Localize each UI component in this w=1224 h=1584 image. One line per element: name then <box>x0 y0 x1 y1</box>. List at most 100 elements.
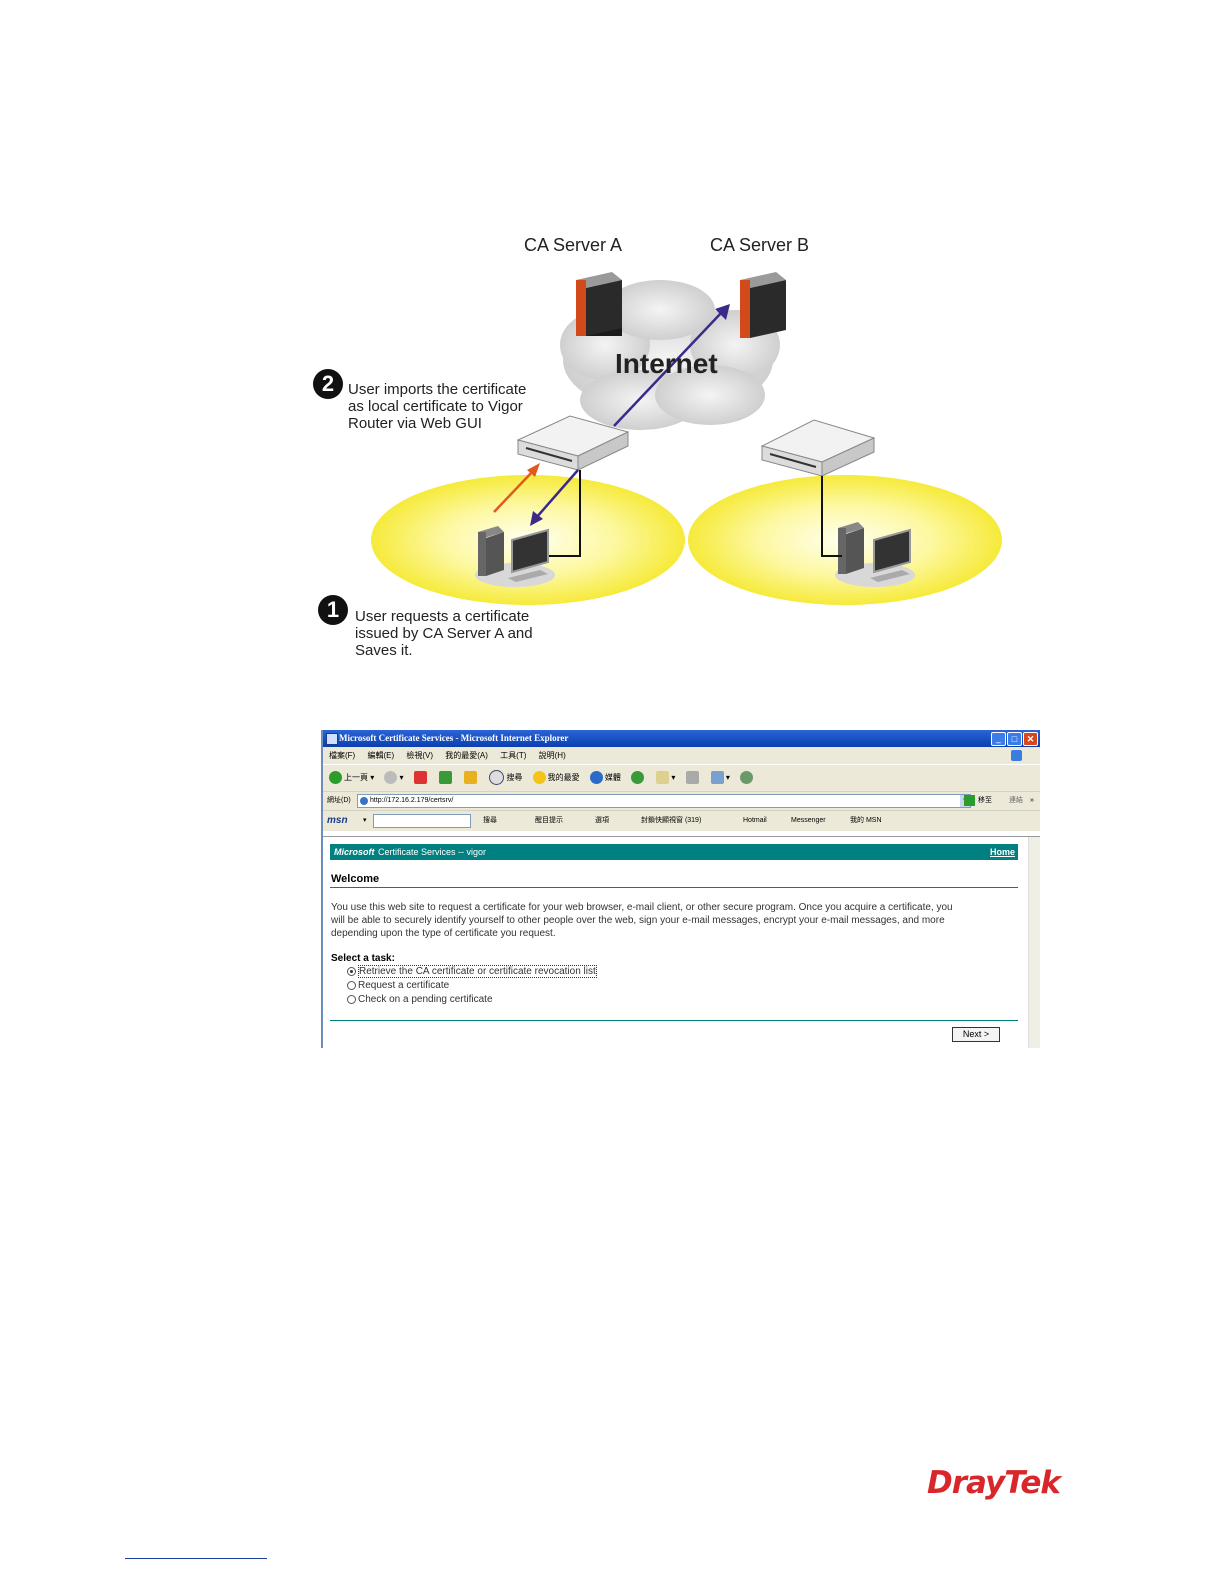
intro-text: You use this web site to request a certi… <box>331 901 953 940</box>
back-button[interactable]: 上一頁 ▾ <box>329 771 374 785</box>
msn-highlight-button[interactable]: 醒目提示 <box>535 817 563 824</box>
stop-button[interactable] <box>413 771 429 785</box>
header-title: Certificate Services -- vigor <box>378 847 487 857</box>
menu-view[interactable]: 檢視(V) <box>406 751 434 760</box>
lan-b-cable <box>821 476 842 557</box>
msn-options-button[interactable]: 選項 <box>595 817 609 824</box>
menu-favorites[interactable]: 我的最愛(A) <box>445 751 488 760</box>
back-arrow-icon <box>329 771 342 785</box>
ie-app-icon <box>326 733 338 745</box>
chevron-right-icon[interactable]: » <box>1030 797 1034 804</box>
radio-icon[interactable] <box>347 994 356 1004</box>
step-1-badge: 1 <box>318 595 348 625</box>
refresh-icon <box>438 771 452 785</box>
menu-edit[interactable]: 編輯(E) <box>367 751 395 760</box>
address-bar: 網址(D) http://172.16.2.179/certsrv/ ▾ 移至 … <box>323 791 1040 810</box>
next-button[interactable]: Next > <box>952 1027 1000 1042</box>
msn-search-input[interactable] <box>373 814 471 828</box>
step-2-badge: 2 <box>313 369 343 399</box>
intro-line-2: will be able to securely identify yourse… <box>331 915 945 926</box>
forward-button[interactable]: ▾ <box>384 771 404 785</box>
ca-server-b-icon <box>740 272 786 338</box>
home-button[interactable] <box>464 771 479 785</box>
ca-server-a-label: CA Server A <box>524 235 623 255</box>
window-title: Microsoft Certificate Services - Microso… <box>339 733 569 743</box>
menu-file[interactable]: 檔案(F) <box>329 751 356 760</box>
step-1-line-3: Saves it. <box>355 642 413 659</box>
go-button[interactable]: 移至 <box>978 797 992 804</box>
radio-selected-icon[interactable] <box>347 966 356 976</box>
my-msn-link[interactable]: 我的 MSN <box>850 817 882 824</box>
msn-messenger-link[interactable]: Messenger <box>791 817 826 824</box>
refresh-button[interactable] <box>438 771 454 785</box>
star-icon <box>532 771 546 785</box>
address-input[interactable]: http://172.16.2.179/certsrv/ ▾ <box>357 794 971 808</box>
title-bar: Microsoft Certificate Services - Microso… <box>323 730 1040 747</box>
task-option-retrieve[interactable]: Retrieve the CA certificate or certifica… <box>347 965 597 978</box>
msn-hotmail-link[interactable]: Hotmail <box>743 817 767 824</box>
arrow-router-to-ca-server-b <box>613 304 730 427</box>
certificate-network-diagram <box>371 272 1002 605</box>
step-1-line-2: issued by CA Server A and <box>355 625 533 642</box>
ie-browser-window: Microsoft Certificate Services - Microso… <box>321 730 1040 1048</box>
intro-line-3: depending upon the type of certificate y… <box>331 928 556 939</box>
msn-popup-blocker[interactable]: 封鎖快顯視窗 (319) <box>641 817 702 824</box>
task-option-request[interactable]: Request a certificate <box>347 980 449 991</box>
print-button[interactable] <box>685 771 701 785</box>
menu-help[interactable]: 說明(H) <box>538 751 566 760</box>
stop-icon <box>413 771 427 785</box>
msn-menu-icon[interactable]: ▾ <box>363 817 367 824</box>
intro-line-1: You use this web site to request a certi… <box>331 902 953 913</box>
msn-search-button[interactable]: 搜尋 <box>483 817 497 824</box>
forward-arrow-icon <box>384 771 398 785</box>
maximize-icon[interactable]: □ <box>1007 732 1022 746</box>
vigor-router-b-icon <box>760 419 876 477</box>
favorites-button[interactable]: 我的最愛 <box>532 771 580 785</box>
messenger-icon <box>740 771 754 785</box>
links-label[interactable]: 連結 <box>1009 797 1023 804</box>
internet-label: Internet <box>615 348 718 379</box>
task-option-pending[interactable]: Check on a pending certificate <box>347 994 493 1005</box>
msn-toolbar: msn ▾ 搜尋 醒目提示 選項 封鎖快顯視窗 (319) Hotmail Me… <box>323 810 1040 831</box>
mail-button[interactable]: ▾ <box>656 771 675 785</box>
user-pc-a-icon <box>475 526 555 587</box>
search-icon <box>489 770 505 786</box>
step-1-line-1: User requests a certificate <box>355 608 530 625</box>
vertical-scrollbar[interactable] <box>1028 837 1040 1048</box>
header-brand: Microsoft <box>334 847 375 857</box>
ca-server-b-label: CA Server B <box>710 235 810 255</box>
printer-icon <box>685 771 699 785</box>
home-icon <box>464 771 478 785</box>
select-task-label: Select a task: <box>331 953 395 964</box>
edit-icon <box>710 771 724 785</box>
arrow-pc-to-router <box>493 463 540 513</box>
media-icon <box>589 771 603 785</box>
history-icon <box>631 771 645 785</box>
arrow-router-to-pc <box>530 469 579 526</box>
windows-logo-icon <box>1011 750 1022 761</box>
minimize-icon[interactable]: _ <box>991 732 1006 746</box>
menu-bar: 檔案(F) 編輯(E) 檢視(V) 我的最愛(A) 工具(T) 說明(H) <box>323 747 1040 764</box>
footer-divider <box>330 1020 1018 1021</box>
mail-icon <box>656 771 670 785</box>
page-icon <box>360 797 368 805</box>
search-button[interactable]: 搜尋 <box>489 770 522 786</box>
edit-button[interactable]: ▾ <box>710 771 730 785</box>
user-pc-b-icon <box>835 522 915 587</box>
draytek-logo: DrayTek <box>927 1465 1061 1501</box>
cert-services-header: Microsoft Certificate Services -- vigor … <box>330 844 1018 860</box>
media-button[interactable]: 媒體 <box>589 771 621 785</box>
close-icon[interactable]: ✕ <box>1023 732 1038 746</box>
menu-tools[interactable]: 工具(T) <box>500 751 527 760</box>
messenger-button[interactable] <box>740 771 755 785</box>
standard-toolbar: 上一頁 ▾ ▾ 搜尋 我的最愛 媒體 ▾ ▾ <box>323 764 1040 791</box>
go-arrow-icon[interactable] <box>964 795 975 806</box>
home-link[interactable]: Home <box>989 847 1015 857</box>
welcome-heading: Welcome <box>331 873 380 885</box>
msn-logo: msn <box>327 815 348 826</box>
step-2-line-1: User imports the certificate <box>348 381 527 398</box>
step-2-line-2: as local certificate to Vigor <box>348 398 523 415</box>
address-value: http://172.16.2.179/certsrv/ <box>370 797 454 804</box>
radio-icon[interactable] <box>347 980 356 990</box>
history-button[interactable] <box>631 771 646 785</box>
